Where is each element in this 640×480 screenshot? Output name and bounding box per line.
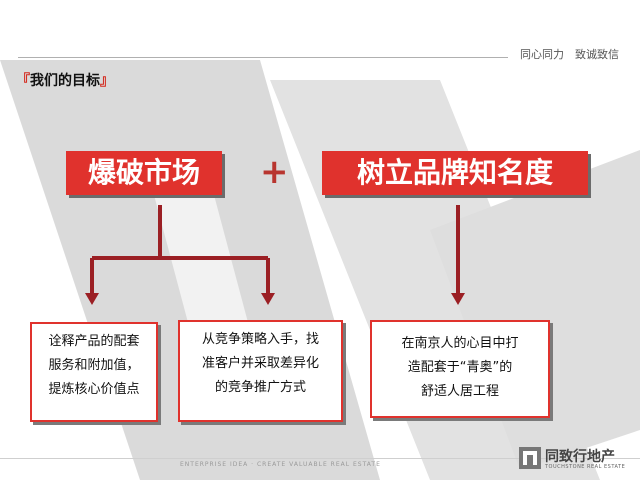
title-bracket-close: 』 xyxy=(100,73,114,89)
box-line: 的竞争推广方式 xyxy=(214,380,306,395)
goal-explode-market: 爆破市场 xyxy=(66,151,222,195)
goal-brand-awareness: 树立品牌知名度 xyxy=(322,151,588,195)
arrowhead-box-3 xyxy=(451,293,465,305)
title-text: 我们的目标 xyxy=(30,73,100,89)
strategy-box-competition: 从竞争策略入手，找 准客户并采取差异化 的竞争推广方式 xyxy=(178,320,343,422)
box-line: 从竞争策略入手，找 xyxy=(201,332,319,347)
section-title: 『我们的目标』 xyxy=(16,70,114,90)
box-line: 准客户并采取差异化 xyxy=(201,356,319,371)
box-line: 服务和附加值， xyxy=(48,358,140,373)
plus-sign: + xyxy=(260,152,289,192)
company-logo: 同致行地产 TOUCHSTONE REAL ESTATE xyxy=(519,446,631,474)
box-line: 造配套于“青奥”的 xyxy=(407,360,513,375)
box-line: 诠释产品的配套 xyxy=(48,334,140,349)
strategy-box-value: 诠释产品的配套 服务和附加值， 提炼核心价值点 xyxy=(30,322,158,422)
logo-name: 同致行地产 xyxy=(545,449,615,465)
header-rule xyxy=(18,57,508,58)
strategy-box-brand: 在南京人的心目中打 造配套于“青奥”的 舒适人居工程 xyxy=(370,320,550,418)
logo-mark-icon xyxy=(519,447,541,469)
arrowhead-box-2 xyxy=(261,293,275,305)
box-line: 舒适人居工程 xyxy=(420,384,499,399)
box-line: 提炼核心价值点 xyxy=(48,382,140,397)
title-bracket-open: 『 xyxy=(16,73,30,89)
slogan: 同心同力 致诚致信 xyxy=(520,48,619,61)
footer-tagline: ENTERPRISE IDEA · CREATE VALUABLE REAL E… xyxy=(180,461,381,468)
logo-english: TOUCHSTONE REAL ESTATE xyxy=(545,464,626,470)
arrowhead-box-1 xyxy=(85,293,99,305)
box-line: 在南京人的心目中打 xyxy=(401,336,519,351)
footer-rule xyxy=(0,458,640,459)
